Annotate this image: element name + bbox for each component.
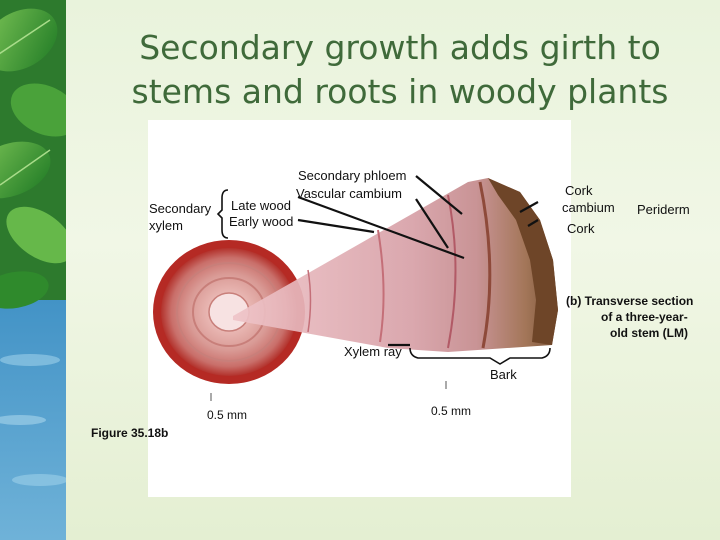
scale-label-left: 0.5 mm xyxy=(207,408,248,422)
label-secondary-xylem-line1: Secondary xyxy=(149,201,212,216)
label-vascular-cambium: Vascular cambium xyxy=(296,186,402,201)
title-line-2: stems and roots in woody plants xyxy=(131,72,669,111)
stem-cross-section-illustration xyxy=(153,175,558,401)
slide-title: Secondary growth adds girth to stems and… xyxy=(80,26,720,114)
label-cork-cambium-line1: Cork xyxy=(565,183,593,198)
leaf-water-image xyxy=(0,0,66,540)
label-cork-cambium-line2: cambium xyxy=(562,200,615,215)
label-secondary-xylem-line2: xylem xyxy=(149,218,183,233)
caption-line-3: old stem (LM) xyxy=(610,326,688,340)
figure-number: Figure 35.18b xyxy=(91,426,169,440)
label-periderm: Periderm xyxy=(637,202,690,217)
label-xylem-ray: Xylem ray xyxy=(344,344,402,359)
label-secondary-phloem: Secondary phloem xyxy=(298,168,407,183)
label-bark: Bark xyxy=(490,367,517,382)
zoom-wedge xyxy=(233,178,558,352)
label-late-wood: Late wood xyxy=(231,198,291,213)
scale-label-right: 0.5 mm xyxy=(431,404,472,418)
secondary-xylem-bracket xyxy=(216,189,229,239)
bark-layer xyxy=(488,178,558,345)
label-cork: Cork xyxy=(567,221,595,236)
whole-stem-section xyxy=(153,240,305,384)
bark-bracket xyxy=(409,347,551,365)
caption-line-1: (b) Transverse section xyxy=(566,294,694,308)
figure-panel xyxy=(148,120,571,497)
caption-line-2: of a three-year- xyxy=(601,310,688,324)
leader-lines xyxy=(297,175,539,347)
title-line-1: Secondary growth adds girth to xyxy=(139,28,661,67)
leaf-water-decoration xyxy=(0,0,66,540)
label-early-wood: Early wood xyxy=(229,214,294,229)
